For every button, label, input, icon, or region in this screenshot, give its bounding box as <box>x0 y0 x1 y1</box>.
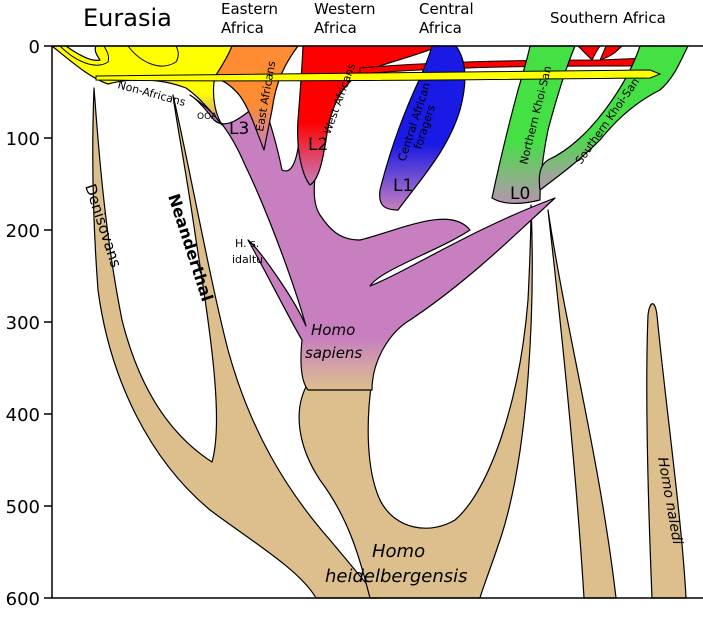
label-heidelbergensis-1: Homo <box>372 541 425 562</box>
tick-400: 400 <box>6 405 40 426</box>
label-idaltu-2: idaltu <box>232 253 263 266</box>
homo-sapiens-body <box>189 94 556 391</box>
naledi-branch <box>646 303 687 599</box>
tick-0: 0 <box>29 37 40 58</box>
tick-500: 500 <box>6 497 40 518</box>
tick-300: 300 <box>6 313 40 334</box>
label-neanderthal: Neanderthal <box>164 191 217 303</box>
heidelbergensis-trunk <box>298 204 533 599</box>
southern-khoisan-lineage <box>538 45 689 191</box>
region-central-africa-2: Africa <box>419 19 462 37</box>
region-central-africa-1: Central <box>419 0 474 18</box>
region-eurasia: Eurasia <box>83 4 172 32</box>
southern-archaic-branch <box>547 209 617 599</box>
denisovan-neanderthal-branch <box>92 87 379 599</box>
label-ooa: OOA <box>197 112 218 122</box>
label-homo-sapiens-2: sapiens <box>305 344 362 362</box>
tick-600: 600 <box>6 589 40 610</box>
region-western-africa-1: Western <box>314 0 376 18</box>
label-heidelbergensis-2: heidelbergensis <box>325 566 468 587</box>
label-l3: L3 <box>229 119 249 139</box>
label-l2: L2 <box>308 135 328 155</box>
out-of-africa-migration-band <box>95 69 662 82</box>
region-eastern-africa-1: Eastern <box>221 0 278 18</box>
region-eastern-africa-2: Africa <box>221 19 264 37</box>
region-western-africa-2: Africa <box>314 19 357 37</box>
label-l1: L1 <box>393 176 413 196</box>
tick-100: 100 <box>6 129 40 150</box>
label-homo-sapiens-1: Homo <box>311 321 355 339</box>
tick-200: 200 <box>6 221 40 242</box>
label-idaltu-1: H. s. <box>235 237 259 250</box>
region-southern-africa: Southern Africa <box>550 9 666 27</box>
label-southern-khoisan: Southern Khoi-San <box>573 76 642 167</box>
axis-frame <box>44 45 703 599</box>
northern-khoisan-lineage <box>491 45 576 205</box>
label-l0: L0 <box>510 184 530 204</box>
